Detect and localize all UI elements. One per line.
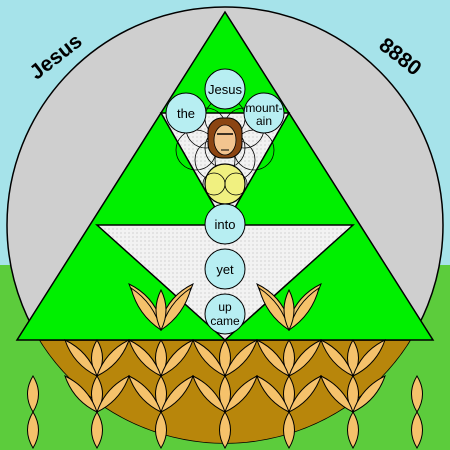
word-right-line1: mount- (245, 101, 282, 115)
petal (160, 286, 192, 332)
petal (288, 286, 320, 332)
word-circle-lower: yet (204, 248, 246, 290)
petal (192, 339, 226, 377)
petal (155, 288, 167, 332)
petal (352, 339, 386, 377)
petal (258, 286, 290, 332)
petal (128, 339, 162, 377)
word-circle-top: Jesus (204, 68, 246, 110)
petal (91, 411, 103, 449)
petal (130, 286, 162, 332)
word-bottom-line1: up (218, 300, 232, 314)
petal (283, 288, 295, 332)
word-bottom-line2: came (210, 314, 240, 328)
word-circle-right: mount- ain (243, 92, 285, 134)
jesus-face (207, 117, 243, 159)
petal (256, 375, 290, 413)
petal (192, 375, 226, 413)
petal (347, 411, 359, 449)
word-right-line2: ain (256, 114, 272, 128)
petal (128, 375, 162, 413)
petal (155, 411, 167, 449)
petal (64, 339, 98, 377)
word-middle: into (215, 217, 236, 232)
word-circle-middle: into (204, 203, 246, 245)
word-top: Jesus (208, 82, 242, 97)
petal (27, 411, 39, 449)
halo-inner-right (224, 172, 248, 196)
petal-pattern (27, 283, 423, 449)
word-lower: yet (216, 262, 234, 277)
petal (219, 411, 231, 449)
petal (320, 375, 354, 413)
petal (256, 339, 290, 377)
face-skin (213, 124, 237, 156)
word-circle-left: the (165, 92, 207, 134)
petal (411, 411, 423, 449)
petal (320, 339, 354, 377)
word-left: the (177, 106, 195, 121)
word-circle-bottom: up came (204, 293, 246, 335)
petal (64, 375, 98, 413)
petal (352, 375, 386, 413)
petal (283, 411, 295, 449)
